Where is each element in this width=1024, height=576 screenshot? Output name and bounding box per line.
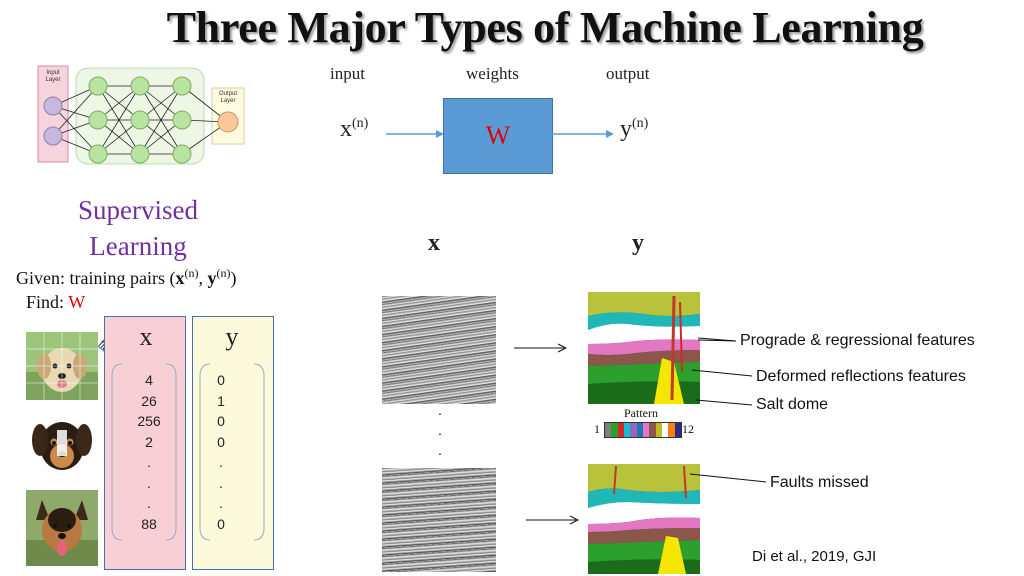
given-x-sup: (n) [184, 266, 199, 280]
x-vector-column [104, 316, 186, 570]
supervised-line2: Learning [89, 231, 187, 261]
y-vector-column [192, 316, 274, 570]
input-layer-label-2: Layer [45, 77, 60, 83]
dog-image-3 [26, 490, 98, 566]
x-sup: (n) [352, 116, 369, 131]
neural-network-diagram: Input Layer Output Layer [37, 65, 245, 165]
given-x: x [175, 268, 185, 288]
scale-max-label: 12 [682, 422, 694, 436]
y-value: 0 [217, 433, 225, 450]
y-column-header: y [225, 322, 239, 351]
dot-2: . [438, 422, 442, 438]
y-value: . [219, 454, 223, 470]
y-value: 0 [217, 372, 225, 388]
pattern-swatch [649, 423, 656, 437]
citation: Di et al., 2019, GJI [752, 548, 877, 565]
prograde-annotation: Prograde & regressional features [740, 332, 975, 349]
annotation-leaders [690, 337, 767, 483]
x-value: . [147, 454, 151, 470]
arrow-to-weights [386, 130, 444, 138]
y-n-symbol: y(n) [620, 116, 648, 143]
y-value: 1 [217, 392, 225, 409]
pattern-swatch [661, 423, 669, 437]
given-prefix: Given: training pairs ( [16, 268, 176, 288]
weight-symbol: W [485, 121, 511, 150]
output-label: output [606, 64, 650, 83]
pattern-swatch [617, 423, 624, 437]
given-y-sup: (n) [216, 266, 231, 280]
x-value: 26 [141, 392, 157, 409]
y-value: 0 [217, 515, 225, 532]
pattern-swatch [655, 423, 662, 437]
x-values-list: 4 26 256 2... 88 [104, 370, 194, 534]
find-label: Find: [26, 292, 69, 312]
input-label: input [330, 64, 365, 83]
dot-3: . [438, 442, 442, 458]
x-value: . [147, 474, 151, 491]
find-value: W [68, 292, 86, 312]
given-suffix: ) [230, 268, 237, 288]
x-value: 256 [137, 413, 161, 429]
deformed-annotation: Deformed reflections features [756, 368, 966, 385]
faults-missed-annotation: Faults missed [770, 474, 869, 491]
input-layer-label-1: Input [46, 70, 60, 76]
x-column-brackets [111, 363, 177, 541]
find-text: Find: W [26, 292, 85, 313]
pattern-swatch [642, 423, 650, 437]
pattern-swatch [605, 423, 612, 437]
supervised-line1: Supervised [78, 195, 198, 225]
pattern-swatch [636, 423, 643, 437]
seismic-image-1 [382, 296, 496, 404]
arrow-to-output [552, 130, 614, 138]
facies-map-1 [588, 292, 700, 404]
pattern-swatch [611, 423, 618, 437]
pattern-label: Pattern [624, 406, 658, 420]
dog-image-2 [26, 410, 98, 478]
x-value: 2 [145, 433, 153, 450]
seismic-x-header: x [428, 230, 440, 256]
x-value: 4 [145, 372, 153, 388]
seismic-image-2 [382, 468, 496, 572]
given-text: Given: training pairs (x(n), y(n)) [16, 266, 236, 289]
pattern-swatch [674, 423, 681, 437]
scale-min-label: 1 [594, 422, 600, 436]
weights-box: W [443, 98, 553, 174]
given-sep: , [198, 268, 208, 288]
y-var: y [620, 116, 632, 142]
pattern-swatch [623, 423, 631, 437]
x-value: 88 [141, 515, 157, 532]
arrow-seismic-2 [526, 515, 580, 525]
pattern-swatch [630, 423, 637, 437]
y-value: . [219, 495, 223, 511]
y-value: 0 [217, 413, 225, 429]
y-values-list: 0 1 0 0... 0 [176, 370, 266, 534]
facies-map-2 [588, 464, 700, 574]
dot-1: . [438, 402, 442, 418]
x-var: x [340, 116, 352, 142]
pattern-swatch [668, 423, 675, 437]
x-value: . [147, 495, 151, 511]
output-layer-label-1: Output [219, 91, 237, 97]
y-sup: (n) [632, 116, 649, 131]
salt-dome-annotation: Salt dome [756, 396, 829, 413]
slide-title: Three Major Types of Machine Learning [166, 3, 924, 52]
x-column-header: x [139, 322, 153, 351]
seismic-y-header: y [632, 230, 644, 256]
x-n-symbol: x(n) [340, 116, 368, 143]
output-layer-label-2: Layer [220, 98, 235, 104]
dog-image-1 [26, 332, 98, 400]
pattern-color-scale [604, 422, 682, 438]
weights-label: weights [466, 64, 519, 83]
given-y: y [207, 268, 217, 288]
supervised-learning-heading: Supervised Learning [38, 192, 238, 264]
y-column-brackets [199, 363, 265, 541]
y-value: . [219, 474, 223, 491]
arrow-seismic-1 [514, 343, 568, 353]
